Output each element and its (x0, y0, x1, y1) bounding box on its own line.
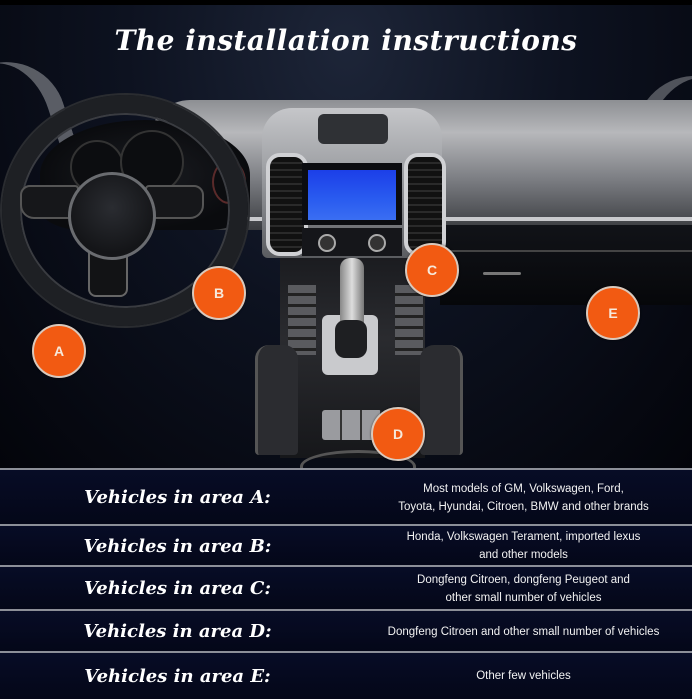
marker-area-e[interactable]: E (586, 286, 640, 340)
description-line: Dongfeng Citroen and other small number … (387, 625, 660, 638)
description-line: Most models of GM, Volkswagen, Ford, (423, 482, 624, 495)
glovebox-line (450, 250, 692, 252)
table-row-area-c: Vehicles in area C: Dongfeng Citroen, do… (0, 565, 692, 610)
marker-area-a[interactable]: A (32, 324, 86, 378)
description-line: Toyota, Hyundai, Citroen, BMW and other … (398, 500, 649, 513)
infotainment-screen (308, 170, 396, 220)
console-buttons-left (288, 285, 316, 355)
description-line: other small number of vehicles (445, 591, 602, 604)
knob-right-icon (368, 234, 386, 252)
marker-area-c[interactable]: C (405, 243, 459, 297)
glovebox-handle (483, 272, 521, 275)
row-description: Dongfeng Citroen and other small number … (355, 623, 692, 641)
row-label: Vehicles in area B: (83, 535, 272, 557)
row-label: Vehicles in area C: (83, 578, 272, 599)
dashboard-photo: The installation instructions A B C D E (0, 0, 692, 470)
glovebox (440, 225, 692, 305)
marker-area-b[interactable]: B (192, 266, 246, 320)
shifter-base (335, 320, 367, 358)
row-description: Most models of GM, Volkswagen, Ford, Toy… (355, 480, 692, 516)
description-line: Honda, Volkswagen Terament, imported lex… (406, 531, 641, 543)
dashboard-trim (200, 217, 692, 221)
top-black-band (0, 0, 692, 5)
seat-left (255, 345, 298, 455)
vehicle-area-table: Vehicles in area A: Most models of GM, V… (0, 468, 692, 699)
table-row-area-b: Vehicles in area B: Honda, Volkswagen Te… (0, 524, 692, 566)
row-label: Vehicles in area A: (84, 487, 271, 508)
top-vent (318, 114, 388, 144)
console-buttons-right (395, 285, 423, 355)
climate-controls (302, 228, 402, 256)
seat-right (420, 345, 463, 455)
table-row-area-e: Vehicles in area E: Other few vehicles (0, 651, 692, 699)
page-title: The installation instructions (114, 24, 578, 57)
table-row-area-d: Vehicles in area D: Dongfeng Citroen and… (0, 609, 692, 652)
table-row-area-a: Vehicles in area A: Most models of GM, V… (0, 468, 692, 525)
knob-left-icon (318, 234, 336, 252)
row-description: Other few vehicles (355, 667, 692, 685)
row-description: Honda, Volkswagen Terament, imported lex… (355, 528, 692, 564)
row-label: Vehicles in area D: (83, 621, 272, 642)
description-line: Other few vehicles (476, 670, 571, 682)
row-label: Vehicles in area E: (84, 665, 271, 687)
steering-hub (68, 172, 156, 260)
row-description: Dongfeng Citroen, dongfeng Peugeot and o… (355, 571, 692, 607)
marker-area-d[interactable]: D (371, 407, 425, 461)
air-vent-right (404, 153, 446, 256)
description-line: Dongfeng Citroen, dongfeng Peugeot and (417, 573, 630, 586)
description-line: and other models (479, 549, 568, 561)
